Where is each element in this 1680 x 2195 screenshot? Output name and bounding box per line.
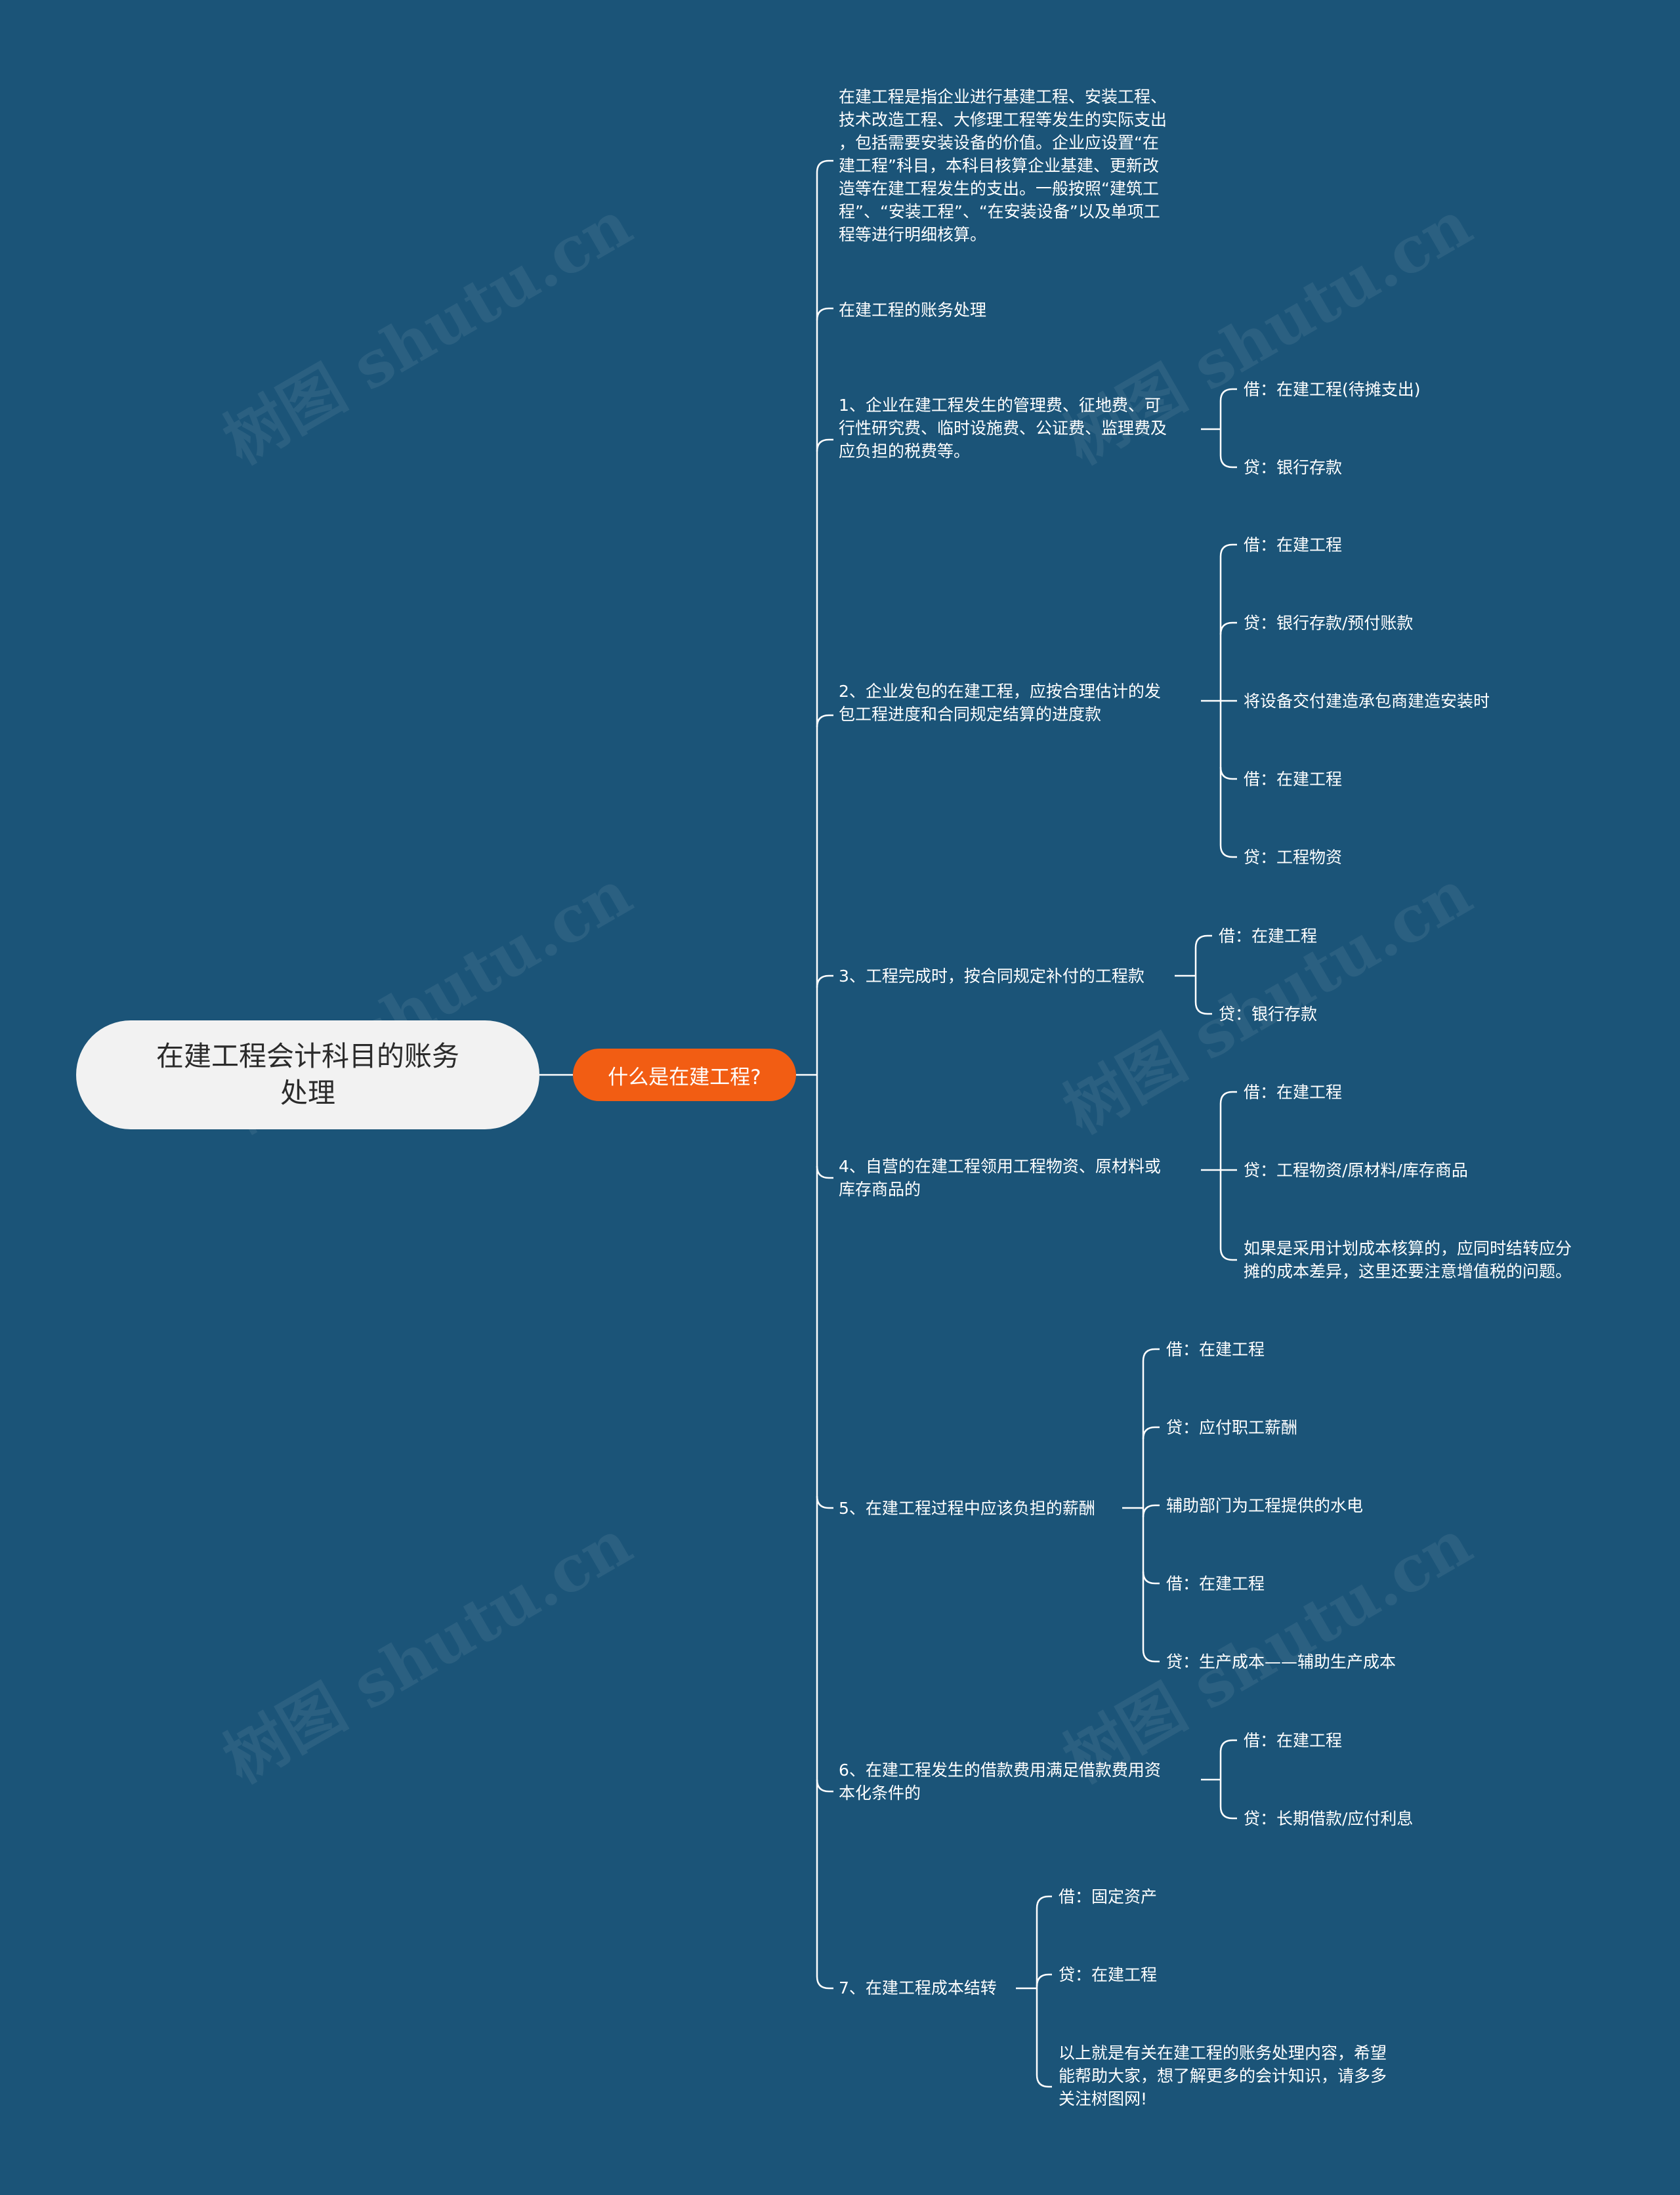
leaf-node[interactable]: 贷：生产成本——辅助生产成本: [1166, 1652, 1396, 1671]
connector-line: [816, 1495, 833, 1509]
leaf-node[interactable]: 以上就是有关在建工程的账务处理内容，希望 能帮助大家，想了解更多的会计知识，请多…: [1059, 2043, 1387, 2108]
leaf-node[interactable]: 贷：工程物资: [1244, 848, 1343, 867]
leaf-node[interactable]: 如果是采用计划成本核算的，应同时结转应分 摊的成本差异，这里还要注意增值税的问题…: [1244, 1239, 1572, 1281]
leaf-node[interactable]: 借：在建工程: [1244, 770, 1343, 789]
leaf-node[interactable]: 将设备交付建造承包商建造安装时: [1244, 692, 1490, 711]
branch-node[interactable]: 5、在建工程过程中应该负担的薪酬: [839, 1499, 1095, 1518]
leaf-node[interactable]: 借：在建工程: [1166, 1574, 1265, 1593]
connector-line: [1036, 2074, 1052, 2088]
leaf-node[interactable]: 借：在建工程: [1244, 535, 1343, 554]
connector-line: [1219, 621, 1237, 635]
connector-line: [1219, 1247, 1237, 1261]
leaf-node[interactable]: 借：在建工程: [1219, 927, 1318, 946]
connector-line: [1219, 1091, 1237, 1104]
branch-node[interactable]: 4、自营的在建工程领用工程物资、原材料或 库存商品的: [839, 1157, 1161, 1199]
leaf-node[interactable]: 借：固定资产: [1059, 1887, 1158, 1906]
root-node[interactable]: 在建工程会计科目的账务 处理: [76, 1020, 539, 1129]
connector-line: [1194, 934, 1212, 948]
branch-node[interactable]: 在建工程的账务处理: [839, 301, 987, 320]
connector-line: [816, 307, 833, 321]
connector-line: [1219, 388, 1237, 402]
branch-node[interactable]: 在建工程是指企业进行基建工程、安装工程、 技术改造工程、大修理工程等发生的实际支…: [839, 87, 1167, 244]
topic-node-label: 什么是在建工程?: [608, 1065, 761, 1089]
connector-line: [1142, 1426, 1160, 1440]
leaf-node[interactable]: 辅助部门为工程提供的水电: [1166, 1496, 1364, 1515]
connector-line: [1036, 1895, 1052, 1909]
connector-line: [1194, 1001, 1212, 1015]
leaf-node[interactable]: 借：在建工程: [1244, 1083, 1343, 1102]
connector-line: [1219, 1739, 1237, 1753]
leaf-node[interactable]: 贷：银行存款/预付账款: [1244, 614, 1414, 633]
connector-line: [1142, 1571, 1160, 1585]
connector-line: [1219, 1806, 1237, 1820]
connector-line: [816, 438, 833, 452]
branch-node[interactable]: 3、工程完成时，按合同规定补付的工程款: [839, 967, 1144, 986]
connector-line: [1142, 1649, 1160, 1663]
root-node-label: 在建工程会计科目的账务 处理: [156, 1040, 459, 1109]
connector-line: [816, 974, 833, 988]
connector-line: [816, 1779, 833, 1793]
leaf-node[interactable]: 贷：银行存款: [1244, 458, 1343, 477]
connector-line: [1219, 455, 1237, 469]
leaf-node[interactable]: 贷：应付职工薪酬: [1166, 1418, 1298, 1437]
connector-line: [816, 159, 833, 173]
leaf-node[interactable]: 借：在建工程: [1166, 1340, 1265, 1359]
leaf-node[interactable]: 贷：在建工程: [1059, 1965, 1158, 1984]
connector-line: [816, 1976, 833, 1990]
leaf-node[interactable]: 贷：银行存款: [1219, 1005, 1318, 1024]
connector-line: [1142, 1348, 1160, 1362]
branch-node[interactable]: 7、在建工程成本结转: [839, 1978, 997, 1997]
connector-line: [1219, 543, 1237, 557]
connector-line: [816, 714, 833, 728]
branch-node[interactable]: 1、企业在建工程发生的管理费、征地费、可 行性研究费、临时设施费、公证费、监理费…: [839, 396, 1167, 461]
connector-line: [1142, 1504, 1160, 1518]
leaf-node[interactable]: 贷：工程物资/原材料/库存商品: [1244, 1161, 1468, 1180]
branch-node[interactable]: 6、在建工程发生的借款费用满足借款费用资 本化条件的: [839, 1761, 1161, 1803]
connector-line: [1219, 766, 1237, 780]
leaf-node[interactable]: 贷：长期借款/应付利息: [1244, 1809, 1414, 1828]
connector-line: [1036, 1973, 1052, 1987]
leaf-node[interactable]: 借：在建工程: [1244, 1731, 1343, 1750]
branch-node[interactable]: 2、企业发包的在建工程，应按合理估计的发 包工程进度和合同规定结算的进度款: [839, 682, 1161, 724]
leaf-node[interactable]: 借：在建工程(待摊支出): [1244, 380, 1421, 399]
connector-line: [1219, 845, 1237, 858]
connector-line: [816, 1165, 833, 1179]
topic-node[interactable]: 什么是在建工程?: [573, 1049, 796, 1101]
